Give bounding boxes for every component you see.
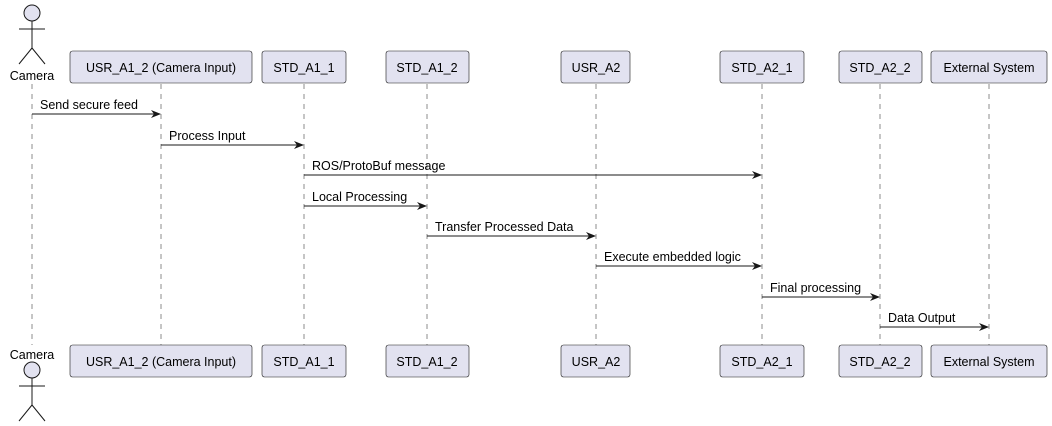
participant-external_system-top: External System [930, 50, 1048, 84]
participant-label: STD_A1_1 [273, 61, 334, 75]
participant-camera-bottom: Camera [10, 348, 55, 422]
participant-label: STD_A2_2 [849, 355, 910, 369]
participant-label: USR_A2 [572, 61, 621, 75]
participant-external_system-bottom: External System [930, 344, 1048, 378]
participant-box [930, 344, 1048, 378]
message-6: Execute embedded logic [596, 250, 762, 270]
participant-label: STD_A1_2 [396, 61, 457, 75]
message-5: Transfer Processed Data [427, 220, 596, 240]
participant-std_a2_1-top: STD_A2_1 [719, 50, 805, 84]
participant-label: USR_A2 [572, 355, 621, 369]
message-8: Data Output [880, 311, 989, 331]
participant-box [69, 344, 253, 378]
participant-label: External System [943, 61, 1034, 75]
participant-std_a1_1-top: STD_A1_1 [261, 50, 347, 84]
actor-icon-top [18, 4, 46, 65]
actor-icon-bottom [18, 361, 46, 422]
participant-box [560, 50, 631, 84]
message-label: Execute embedded logic [604, 250, 741, 264]
participant-std_a2_1-bottom: STD_A2_1 [719, 344, 805, 378]
participant-box [261, 50, 347, 84]
participant-label: USR_A1_2 (Camera Input) [86, 355, 236, 369]
participant-box [560, 344, 631, 378]
participant-usr_a1_2-bottom: USR_A1_2 (Camera Input) [69, 344, 253, 378]
participant-std_a1_2-bottom: STD_A1_2 [385, 344, 470, 378]
message-2: Process Input [161, 129, 304, 149]
participant-box [719, 344, 805, 378]
participant-box [69, 50, 253, 84]
participant-std_a2_2-top: STD_A2_2 [838, 50, 923, 84]
participant-label: External System [943, 355, 1034, 369]
participant-std_a2_2-bottom: STD_A2_2 [838, 344, 923, 378]
message-1: Send secure feed [32, 98, 161, 118]
participant-box [261, 344, 347, 378]
participant-box [930, 50, 1048, 84]
participant-box [838, 50, 923, 84]
participant-usr_a2-bottom: USR_A2 [560, 344, 631, 378]
message-label: Data Output [888, 311, 956, 325]
message-4: Local Processing [304, 190, 427, 210]
message-label: Final processing [770, 281, 861, 295]
message-label: Process Input [169, 129, 246, 143]
participant-std_a1_1-bottom: STD_A1_1 [261, 344, 347, 378]
participant-label: STD_A2_1 [731, 355, 792, 369]
actor-label: Camera [10, 348, 55, 362]
participant-label: STD_A2_2 [849, 61, 910, 75]
message-label: Send secure feed [40, 98, 138, 112]
actor-label: Camera [10, 69, 55, 83]
participant-box [838, 344, 923, 378]
participant-box [385, 50, 470, 84]
participant-label: STD_A1_1 [273, 355, 334, 369]
message-label: Local Processing [312, 190, 407, 204]
message-3: ROS/ProtoBuf message [304, 159, 762, 179]
message-label: Transfer Processed Data [435, 220, 574, 234]
participant-std_a1_2-top: STD_A1_2 [385, 50, 470, 84]
lifelines [31, 84, 990, 345]
participant-usr_a2-top: USR_A2 [560, 50, 631, 84]
participant-label: STD_A1_2 [396, 355, 457, 369]
participant-box [385, 344, 470, 378]
participant-label: STD_A2_1 [731, 61, 792, 75]
participant-label: USR_A1_2 (Camera Input) [86, 61, 236, 75]
participants-top: Camera USR_A1_2 (Camera Input) STD_A1_1 STD… [10, 4, 1048, 84]
message-label: ROS/ProtoBuf message [312, 159, 445, 173]
participant-box [719, 50, 805, 84]
message-7: Final processing [762, 281, 880, 301]
participant-usr_a1_2-top: USR_A1_2 (Camera Input) [69, 50, 253, 84]
participant-camera-top: Camera [10, 4, 55, 83]
